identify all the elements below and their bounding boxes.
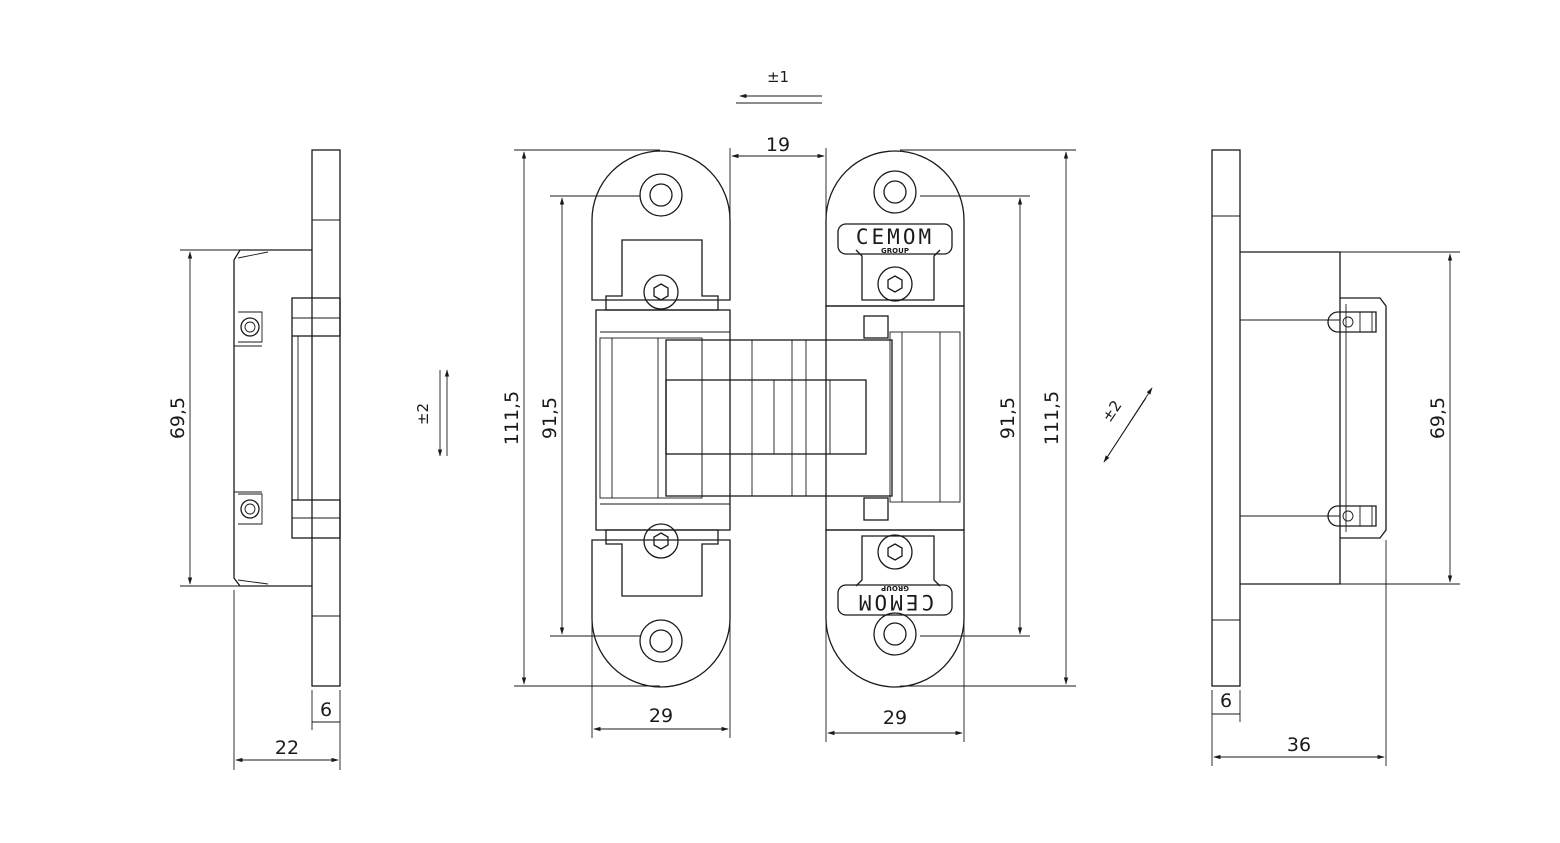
left-depth-label: 22 [275, 737, 299, 759]
vertical-adjustment-label: ±2 [414, 403, 432, 425]
left-plate-thickness-label: 6 [320, 699, 332, 721]
right-plate-thickness-label: 6 [1220, 690, 1232, 712]
vertical-adjustment-indicator: ±2 [414, 369, 450, 457]
left-height-label: 69,5 [167, 397, 189, 439]
brand-logo-bottom: CEMOM [856, 590, 934, 614]
right-depth-dimension: 36 [1213, 540, 1387, 766]
right-outer-height-dimension: 111,5 [900, 149, 1076, 687]
front-center-links [665, 339, 893, 497]
front-right-leaf: CEMOM GROUP CEMOM GROUP [825, 150, 965, 688]
right-width-label: 29 [883, 707, 907, 729]
right-side-view [1211, 149, 1387, 687]
right-depth-label: 36 [1287, 734, 1311, 756]
right-height-label: 69,5 [1427, 397, 1449, 439]
right-width-dimension: 29 [825, 620, 965, 742]
left-plate-thickness-dimension: 6 [311, 690, 341, 770]
left-width-dimension: 29 [591, 620, 731, 738]
left-outer-height-label: 111,5 [501, 391, 523, 445]
horizontal-adjustment-label: ±1 [767, 68, 789, 86]
gap-dimension: 19 [729, 134, 827, 230]
left-inner-height-dimension: 91,5 [539, 195, 640, 637]
right-height-dimension: 69,5 [1340, 251, 1460, 585]
left-outer-height-dimension: 111,5 [501, 149, 660, 687]
right-inner-height-label: 91,5 [997, 397, 1019, 439]
left-height-dimension: 69,5 [167, 249, 310, 587]
left-inner-height-label: 91,5 [539, 397, 561, 439]
right-plate-thickness-dimension: 6 [1211, 690, 1241, 766]
depth-adjustment-indicator: ±2 [1098, 387, 1153, 463]
left-side-view [233, 149, 341, 687]
horizontal-adjustment-indicator: ±1 [736, 68, 822, 104]
depth-adjustment-label: ±2 [1098, 397, 1125, 425]
left-depth-dimension: 22 [233, 590, 339, 770]
left-width-label: 29 [649, 705, 673, 727]
right-outer-height-label: 111,5 [1041, 391, 1063, 445]
front-left-leaf [591, 150, 731, 688]
gap-label: 19 [766, 134, 790, 156]
right-inner-height-dimension: 91,5 [920, 195, 1030, 637]
brand-logo-top: CEMOM [856, 225, 934, 249]
brand-sub-top: GROUP [881, 247, 909, 255]
brand-sub-bottom: GROUP [881, 584, 909, 592]
